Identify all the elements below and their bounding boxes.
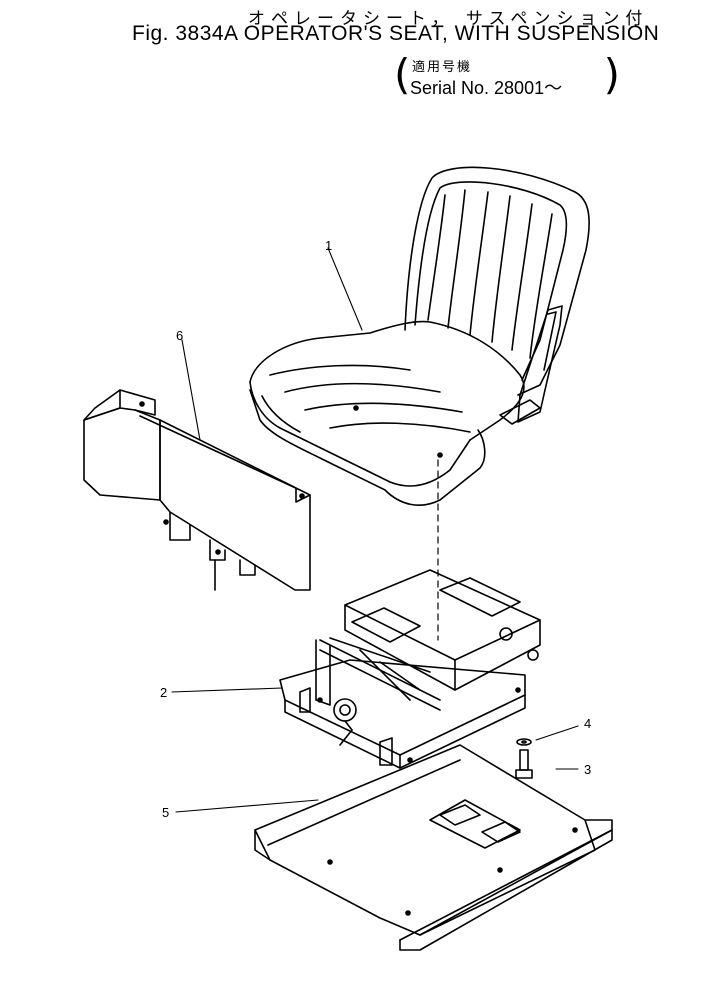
callout-2: 2 — [160, 685, 168, 700]
callout-6: 6 — [176, 328, 184, 343]
callout-3: 3 — [584, 762, 592, 777]
callout-1: 1 — [325, 238, 333, 253]
callout-4: 4 — [584, 716, 592, 731]
part-2-suspension — [279, 569, 541, 769]
serial-label-japanese: 適用号機 — [412, 60, 473, 75]
title-japanese: オペレータシート， サスペンション付 — [248, 9, 649, 29]
figure-title: Fig. 3834A OPERATOR'S SEAT, WITH SUSPENS… — [132, 22, 660, 45]
part-4-washer — [516, 738, 532, 746]
part-5-base-plate — [254, 744, 613, 951]
serial-applicability: ( 適用号機 Serial No. 28001～ ) — [394, 50, 620, 99]
part-3-bolt — [515, 749, 533, 779]
open-paren: ( — [394, 50, 411, 99]
callout-5: 5 — [162, 805, 170, 820]
part-6-cover-bracket — [83, 389, 311, 591]
serial-number: Serial No. 28001～ — [410, 78, 563, 98]
close-paren: ) — [603, 50, 620, 99]
part-1-seat — [249, 166, 590, 641]
leader-lines — [171, 247, 579, 813]
